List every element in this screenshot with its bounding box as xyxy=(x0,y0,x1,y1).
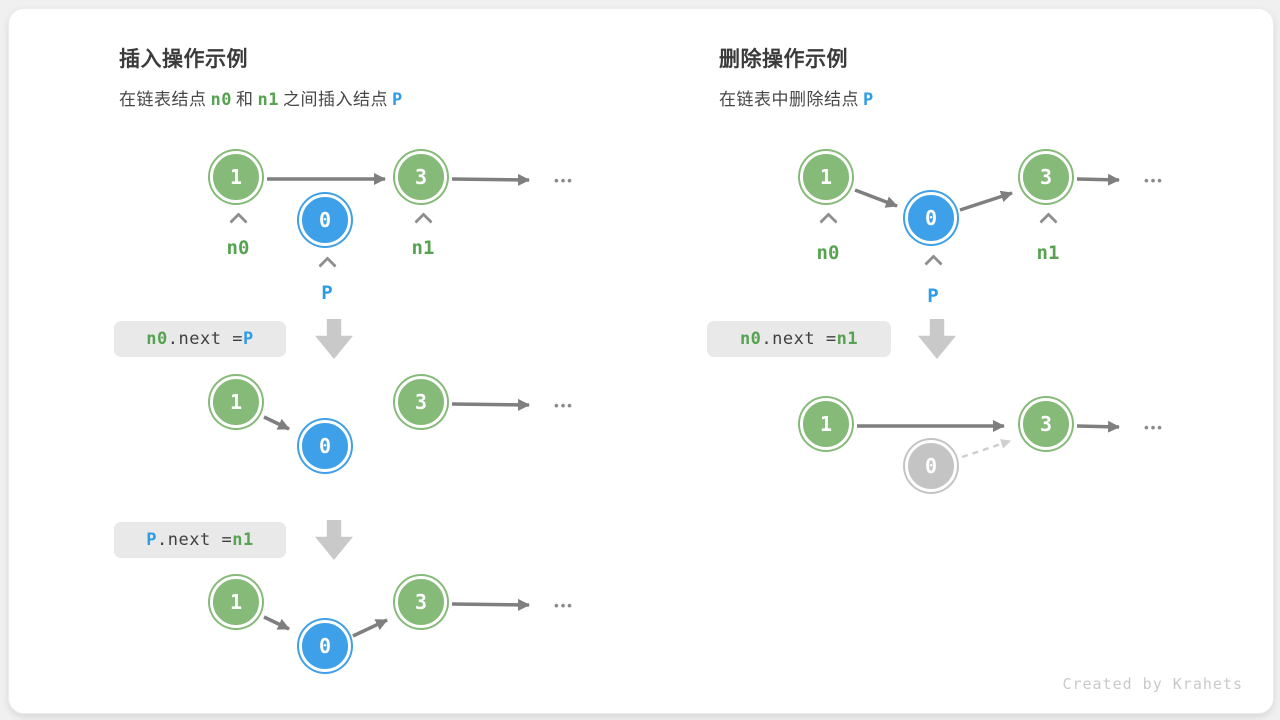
list-node-value-0: 0 xyxy=(299,420,351,472)
list-node-value-1: 1 xyxy=(210,376,262,428)
arrow-delete-d1-0to3 xyxy=(959,190,1013,212)
arrow-insert-d3-3toellipsis xyxy=(451,598,530,611)
subtitle-text: 在链表中删除结点 xyxy=(719,90,859,109)
var-n1: n1 xyxy=(257,90,279,110)
list-node-value-3: 3 xyxy=(1020,398,1072,450)
list-node-value-3: 3 xyxy=(395,376,447,428)
list-node-value-0: 0 xyxy=(299,620,351,672)
code-var-p: P xyxy=(146,530,158,550)
arrow-delete-d2-3toellipsis xyxy=(1076,420,1120,433)
delete-section-title: 删除操作示例 xyxy=(719,48,848,71)
pointer-caret-icon xyxy=(819,212,838,231)
subtitle-text: 在链表结点 xyxy=(119,90,207,109)
pointer-label-n1: n1 xyxy=(1036,242,1060,264)
pointer-label-n0: n0 xyxy=(816,242,840,264)
pointer-caret-icon xyxy=(318,256,337,275)
code-text: .next = xyxy=(167,329,243,349)
list-node-value-0-removed: 0 xyxy=(905,440,957,492)
arrow-delete-d1-3toellipsis xyxy=(1076,173,1120,186)
var-p: P xyxy=(391,90,403,110)
var-p: P xyxy=(863,90,874,110)
code-box-insert-1: n0.next = P xyxy=(114,321,286,357)
pointer-caret-icon xyxy=(414,212,433,231)
code-var-n0: n0 xyxy=(146,329,168,349)
code-box-insert-2: P.next = n1 xyxy=(114,522,286,558)
pointer-label-n1: n1 xyxy=(411,237,435,259)
insert-section-title: 插入操作示例 xyxy=(119,48,248,71)
pointer-caret-icon xyxy=(924,254,943,273)
list-node-value-3: 3 xyxy=(1020,151,1072,203)
subtitle-text: 和 xyxy=(235,90,254,109)
pointer-label-p: P xyxy=(927,285,939,307)
ellipsis: ••• xyxy=(554,173,574,188)
block-arrow-down-icon xyxy=(918,319,956,359)
var-n0: n0 xyxy=(210,90,232,110)
code-text: .next = xyxy=(157,530,233,550)
block-arrow-down-icon xyxy=(315,520,353,560)
ellipsis: ••• xyxy=(554,398,574,413)
arrow-insert-d3-0to3 xyxy=(352,618,388,638)
pointer-label-p: P xyxy=(321,282,333,304)
arrow-insert-d2-3toellipsis xyxy=(451,398,530,411)
list-node-value-1: 1 xyxy=(800,398,852,450)
list-node-value-1: 1 xyxy=(210,151,262,203)
ellipsis: ••• xyxy=(554,598,574,613)
pointer-caret-icon xyxy=(229,212,248,231)
pointer-label-n0: n0 xyxy=(226,237,250,259)
ellipsis: ••• xyxy=(1144,420,1164,435)
watermark: Created by Krahets xyxy=(1062,675,1243,693)
subtitle-text: 之间插入结点 xyxy=(282,90,388,109)
arrows-layer xyxy=(263,173,1120,638)
list-node-value-1: 1 xyxy=(210,576,262,628)
code-var-n1: n1 xyxy=(232,530,254,550)
block-arrow-down-icon xyxy=(315,319,353,359)
code-var-p: P xyxy=(242,329,254,349)
arrow-insert-d3-1to0 xyxy=(263,615,290,631)
ellipsis: ••• xyxy=(1144,173,1164,188)
list-node-value-0: 0 xyxy=(905,192,957,244)
arrow-insert-d1-3toellipsis xyxy=(451,173,530,186)
list-node-value-3: 3 xyxy=(395,576,447,628)
arrow-delete-d1-1to0 xyxy=(854,188,898,208)
arrow-delete-d2-dashed-0to3 xyxy=(961,439,1011,459)
code-text: .next = xyxy=(761,329,837,349)
code-var-n1: n1 xyxy=(836,329,859,349)
code-box-delete-1: n0.next = n1 xyxy=(707,321,891,357)
code-var-n0: n0 xyxy=(739,329,762,349)
arrow-insert-d2-1to0 xyxy=(263,415,290,431)
list-node-value-0: 0 xyxy=(299,194,351,246)
pointer-caret-icon xyxy=(1039,212,1058,231)
list-node-value-1: 1 xyxy=(800,151,852,203)
list-node-value-3: 3 xyxy=(395,151,447,203)
